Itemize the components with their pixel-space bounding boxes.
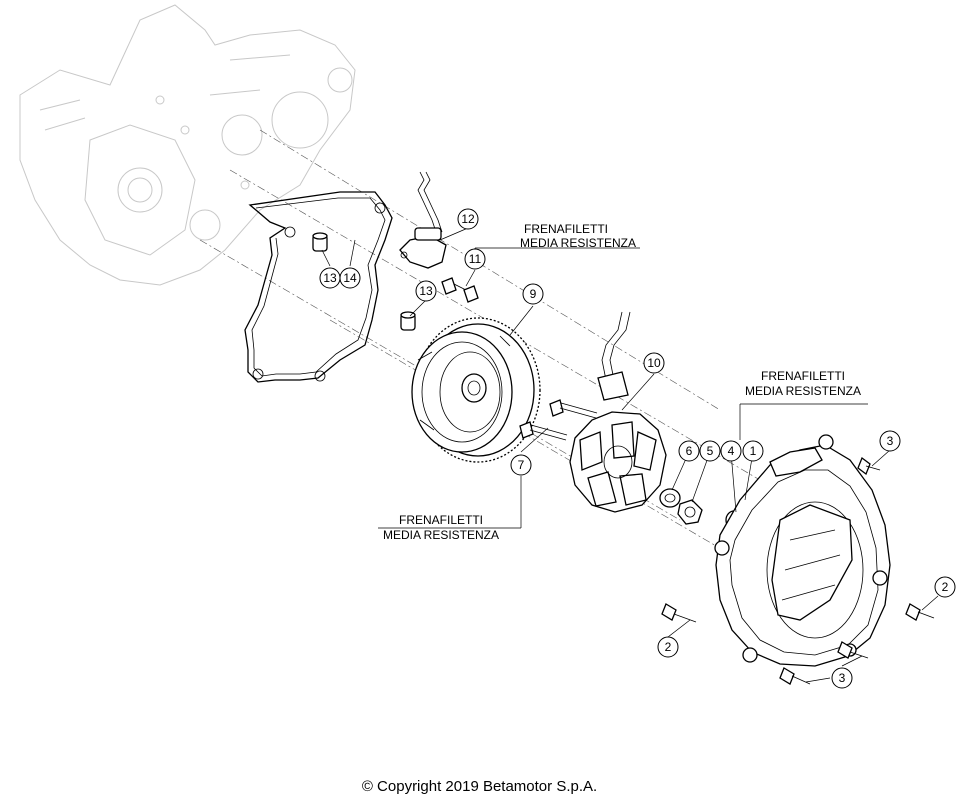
threadlock-note-right: FRENAFILETTI MEDIA RESISTENZA (745, 369, 861, 398)
svg-text:1: 1 (750, 444, 757, 458)
svg-text:3: 3 (839, 671, 846, 685)
dowel-pin-upper (312, 232, 328, 252)
svg-text:7: 7 (518, 458, 525, 472)
svg-text:12: 12 (461, 212, 475, 226)
svg-text:FRENAFILETTI: FRENAFILETTI (761, 369, 845, 383)
rotor-bolts (519, 399, 598, 441)
callout-3-top: 3 (879, 430, 901, 452)
callout-10: 10 (643, 352, 665, 374)
svg-text:13: 13 (419, 284, 433, 298)
flywheel-nut (677, 499, 703, 525)
threadlock-note-top: FRENAFILETTI MEDIA RESISTENZA (520, 222, 636, 250)
svg-text:FRENAFILETTI: FRENAFILETTI (524, 222, 608, 236)
crankcase-outline (19, 4, 356, 286)
callout-6: 6 (678, 440, 700, 462)
callout-2-left: 2 (657, 636, 679, 658)
svg-text:5: 5 (707, 444, 714, 458)
svg-text:MEDIA RESISTENZA: MEDIA RESISTENZA (383, 528, 499, 542)
callout-11: 11 (464, 248, 486, 270)
svg-text:MEDIA RESISTENZA: MEDIA RESISTENZA (745, 384, 861, 398)
callout-12: 12 (457, 208, 479, 230)
svg-text:13: 13 (323, 271, 337, 285)
svg-text:2: 2 (665, 640, 672, 654)
cover-gasket (244, 191, 393, 383)
callout-2-right: 2 (934, 576, 956, 598)
pickup-sensor (399, 171, 447, 269)
callout-4: 4 (720, 440, 742, 462)
svg-text:FRENAFILETTI: FRENAFILETTI (399, 513, 483, 527)
svg-text:MEDIA RESISTENZA: MEDIA RESISTENZA (520, 236, 636, 250)
svg-text:6: 6 (686, 444, 693, 458)
svg-text:14: 14 (343, 271, 357, 285)
callout-13-lower: 13 (415, 280, 437, 302)
cover-bolts (661, 456, 935, 685)
callout-5: 5 (699, 440, 721, 462)
sensor-screws (441, 277, 479, 303)
svg-text:10: 10 (647, 356, 661, 370)
callout-14: 14 (339, 267, 361, 289)
callout-9: 9 (522, 283, 544, 305)
callout-3-bottom: 3 (831, 667, 853, 689)
copyright-notice: © Copyright 2019 Betamotor S.p.A. (361, 778, 598, 795)
flywheel-rotor (411, 317, 541, 463)
dowel-pin-lower (400, 311, 416, 331)
washer (659, 488, 681, 508)
svg-text:11: 11 (469, 252, 482, 266)
callout-1: 1 (742, 440, 764, 462)
svg-text:9: 9 (530, 287, 537, 301)
threadlock-note-bottom: FRENAFILETTI MEDIA RESISTENZA (383, 513, 499, 542)
stator-assembly (569, 311, 667, 513)
svg-text:4: 4 (728, 444, 735, 458)
callout-7: 7 (510, 454, 532, 476)
svg-text:3: 3 (887, 434, 894, 448)
ignition-cover (714, 434, 891, 667)
callout-13-upper: 13 (319, 267, 341, 289)
svg-text:2: 2 (942, 580, 949, 594)
